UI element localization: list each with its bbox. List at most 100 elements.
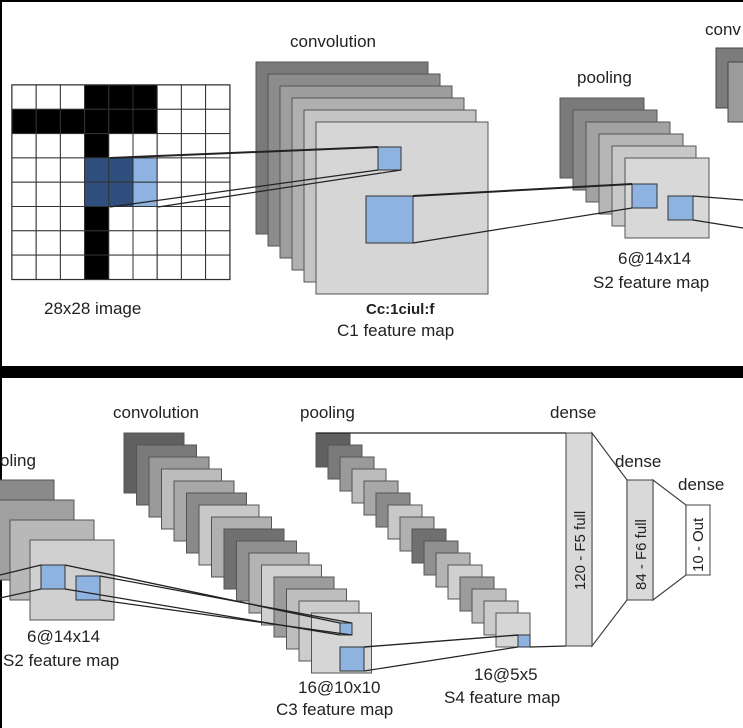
grid-cell [132, 254, 158, 280]
grid-cell [205, 230, 231, 256]
dense-label-3: dense [678, 475, 724, 494]
connection-line [412, 207, 633, 244]
grid-cell [35, 254, 61, 280]
grid-cell [59, 157, 86, 183]
grid-cell [156, 206, 182, 232]
grid-cell [180, 157, 207, 183]
s4-feature-map-label: S4 feature map [444, 688, 560, 707]
grid-cell [180, 206, 207, 232]
connection-line [363, 634, 519, 648]
c3-pooling-window [339, 646, 365, 672]
grid-cell [205, 254, 231, 280]
s2-top-receptive-field [667, 195, 694, 221]
grid-cell [132, 84, 158, 110]
grid-cell [35, 133, 61, 159]
grid-cell [132, 157, 158, 183]
grid-cell [35, 206, 61, 232]
panel-divider [0, 366, 743, 378]
grid-cell [35, 230, 61, 256]
grid-cell [35, 108, 61, 135]
connection-line [412, 183, 633, 197]
s2-size-label-bottom: 6@14x14 [27, 627, 100, 646]
bottom-convolution-label: convolution [113, 403, 199, 422]
f5-dense-label: 120 - F5 full [572, 511, 589, 590]
connection-line [157, 169, 402, 208]
connection-line [692, 195, 743, 201]
connection-line [99, 599, 353, 636]
grid-cell [11, 254, 37, 280]
bottom-pooling-label: pooling [300, 403, 355, 422]
c1-feature-stack [255, 61, 489, 295]
grid-cell [156, 108, 182, 135]
c3-feature-stack [123, 432, 372, 674]
grid-cell [108, 84, 134, 110]
connection-line [109, 146, 379, 159]
grid-cell [84, 206, 110, 232]
grid-cell [156, 181, 182, 207]
connection-line [692, 219, 743, 229]
grid-cell [11, 157, 37, 183]
grid-cell [108, 206, 134, 232]
c3-size-label: 16@10x10 [298, 678, 381, 697]
top-pooling-label: pooling [577, 68, 632, 87]
grid-cell [180, 108, 207, 135]
f5-dense-layer [565, 432, 593, 647]
s2-feature-map-label-top: S2 feature map [593, 273, 709, 292]
connection-line [0, 588, 42, 599]
grid-cell [59, 206, 86, 232]
connection-line [64, 564, 341, 624]
grid-cell [205, 157, 231, 183]
grid-cell [180, 84, 207, 110]
grid-cell [132, 206, 158, 232]
grid-cell [11, 181, 37, 207]
grid-cell [84, 84, 110, 110]
grid-cell [156, 84, 182, 110]
grid-cell [84, 133, 110, 159]
grid-cell [156, 254, 182, 280]
grid-cell [11, 108, 37, 135]
grid-cell [205, 181, 231, 207]
grid-cell [108, 133, 134, 159]
grid-cell [108, 157, 134, 183]
f6-dense-label: 84 - F6 full [633, 519, 650, 590]
grid-cell [59, 84, 86, 110]
output-layer-label: 10 - Out [690, 517, 707, 572]
top-conv-cut-label: conv [705, 20, 741, 39]
connection-line [0, 564, 42, 576]
grid-cell [59, 254, 86, 280]
grid-cell [108, 108, 134, 135]
grid-cell [132, 133, 158, 159]
c1-receptive-field-small [377, 146, 402, 171]
s2-top-pooled-cell [631, 183, 658, 209]
top-convolution-label: convolution [290, 32, 376, 51]
s2-feature-map-label-bottom: S2 feature map [3, 651, 119, 670]
next-conv-stack-edge-2 [727, 61, 743, 123]
grid-cell [35, 181, 61, 207]
grid-cell [205, 206, 231, 232]
c1-garbled-label: Cc:1ciul:f [366, 301, 435, 318]
grid-cell [84, 230, 110, 256]
grid-cell [156, 157, 182, 183]
grid-cell [84, 181, 110, 207]
output-layer [685, 504, 711, 576]
grid-cell [84, 254, 110, 280]
s4-size-label: 16@5x5 [474, 665, 538, 684]
bottom-pooling-cut-label: oling [0, 451, 36, 470]
s4-pooled-cell [517, 634, 531, 648]
grid-cell [132, 230, 158, 256]
grid-cell [59, 108, 86, 135]
grid-cell [156, 230, 182, 256]
f6-dense-layer [626, 479, 654, 601]
s2-feature-stack-top [559, 97, 710, 239]
s2-size-label-top: 6@14x14 [618, 249, 691, 268]
connection-line [363, 646, 519, 672]
dense-label-1: dense [550, 403, 596, 422]
s2-bottom-highlight-1 [40, 564, 66, 590]
input-image-label: 28x28 image [44, 299, 141, 318]
s2-bottom-highlight-2 [75, 575, 101, 601]
c1-pooling-window [365, 195, 414, 244]
c1-feature-map-label: C1 feature map [337, 321, 454, 340]
grid-cell [108, 181, 134, 207]
bottom-connection-lines [0, 432, 567, 672]
